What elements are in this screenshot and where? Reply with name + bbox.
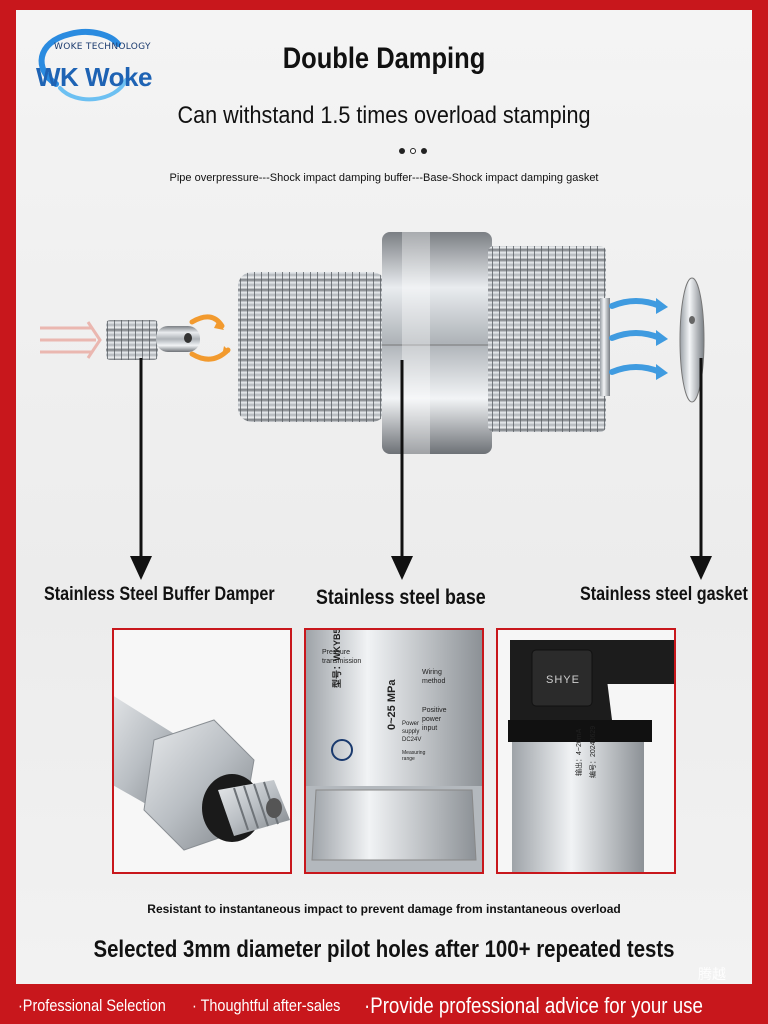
label-positive-power: Positive power input: [422, 707, 447, 732]
brand-logo: WOKE TECHNOLOGY WK Woke: [26, 22, 156, 108]
label-pressure-transmission: Pressure transmission: [322, 649, 362, 665]
exploded-diagram: [40, 232, 712, 580]
photo-labeled-transmitter: Pressure transmission 型号：WKYB55HKG14A25M…: [304, 628, 484, 874]
bottom-banner: ·Professional Selection · Thoughtful aft…: [0, 990, 768, 1024]
buffer-damper-part: [106, 320, 200, 360]
impact-resistance-text: Resistant to instantaneous impact to pre…: [147, 902, 621, 916]
logo-swoosh-icon: [38, 28, 128, 102]
banner-item-selection: ·Professional Selection: [18, 996, 166, 1015]
dot-icon: [399, 148, 405, 154]
fitting-illustration: [114, 630, 290, 872]
banner-item-after-sales: · Thoughtful after-sales: [192, 996, 341, 1015]
logo-company-text: WOKE TECHNOLOGY: [54, 42, 151, 52]
connector-illustration: [498, 630, 674, 872]
callout-arrow-damper: [130, 358, 152, 580]
pressure-path-caption: Pipe overpressure---Shock impact damping…: [169, 172, 599, 184]
stainless-base-part: [238, 232, 610, 454]
label-output: 输出：4~20mA: [576, 728, 583, 776]
flow-swirl-orange-icon: [189, 314, 231, 362]
logo-brand-text: WK Woke: [36, 62, 152, 92]
label-measuring-range: Measuring range: [402, 750, 426, 762]
label-model: 型号：WKYB55HKG14A25M: [332, 628, 342, 688]
label-wiring-method: Wiring method: [422, 669, 446, 685]
callout-arrow-base: [391, 360, 413, 580]
label-stainless-gasket: Stainless steel gasket: [580, 584, 748, 605]
transmitter-illustration: [306, 630, 482, 872]
product-panel: WOKE TECHNOLOGY WK Woke Double Damping C…: [16, 10, 752, 984]
stainless-gasket-part: [679, 277, 705, 403]
photo-connector-plug: SHYE 输出：4~20mA 编号：20240629: [496, 628, 676, 874]
banner-item-advice: ·Provide professional advice for your us…: [364, 993, 703, 1018]
dot-icon: [410, 148, 416, 154]
label-buffer-damper: Stainless Steel Buffer Damper: [44, 584, 275, 605]
label-power-supply: Power supply DC24V: [402, 721, 422, 743]
page-subtitle: Can withstand 1.5 times overload stampin…: [177, 102, 591, 129]
label-serial-date: 编号：20240629: [590, 725, 597, 778]
page-title: Double Damping: [282, 42, 486, 75]
photo-threaded-fitting: [112, 628, 292, 874]
watermark-text: 腾越: [698, 966, 726, 982]
carousel-dots: [399, 148, 427, 154]
pilot-holes-text: Selected 3mm diameter pilot holes after …: [93, 936, 675, 963]
label-stainless-base: Stainless steel base: [316, 586, 486, 609]
dot-icon: [421, 148, 427, 154]
callout-arrow-gasket: [690, 358, 712, 580]
label-range: 0~25 MPa: [386, 679, 398, 730]
flow-arrows-blue-icon: [609, 298, 668, 380]
pressure-arrows-icon: [40, 321, 102, 359]
plug-brand-text: SHYE: [546, 674, 580, 686]
